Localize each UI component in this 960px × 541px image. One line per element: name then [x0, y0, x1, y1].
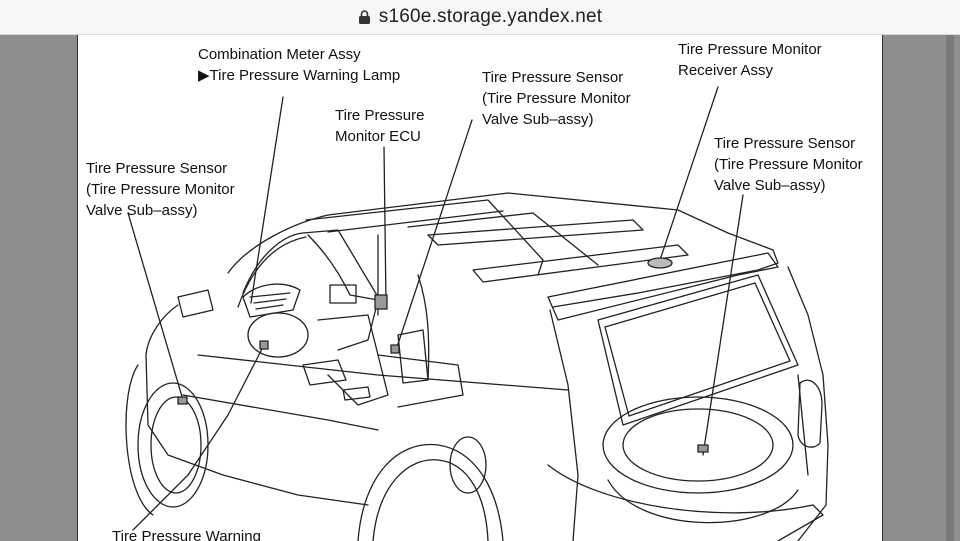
- label-line: Valve Sub–assy): [482, 111, 594, 128]
- label-combination-meter: Combination Meter Assy ▶Tire Pressure Wa…: [198, 44, 400, 86]
- warning-module: [259, 340, 269, 350]
- roof-outline: [227, 192, 779, 308]
- side-mirror: [177, 289, 214, 318]
- url-text: s160e.storage.yandex.net: [378, 6, 603, 27]
- label-line: Tire Pressure Warning: [112, 528, 261, 541]
- steering-wheel: [247, 312, 309, 358]
- label-sensor-left: Tire Pressure Sensor (Tire Pressure Moni…: [86, 158, 235, 221]
- label-sensor-center: Tire Pressure Sensor (Tire Pressure Moni…: [482, 67, 631, 130]
- spare-tire: [602, 396, 794, 494]
- roof-crossbar: [427, 219, 644, 246]
- windshield: [242, 229, 379, 298]
- label-line: Monitor ECU: [335, 128, 421, 145]
- label-sensor-right: Tire Pressure Sensor (Tire Pressure Moni…: [714, 133, 863, 196]
- monitor-ecu-box: [374, 294, 388, 310]
- label-line: Tire Pressure Sensor: [86, 160, 228, 177]
- fuel-cap: [449, 436, 487, 494]
- label-line: (Tire Pressure Monitor: [86, 181, 235, 198]
- leader-line: [702, 194, 744, 456]
- label-line: Tire Pressure Sensor: [482, 69, 624, 86]
- door-handle: [342, 386, 371, 401]
- label-line: ▶Tire Pressure Warning Lamp: [198, 67, 401, 84]
- nav-screen: [329, 284, 357, 304]
- rear-wheel-arch: [357, 443, 504, 541]
- label-line: Valve Sub–assy): [714, 177, 826, 194]
- leader-line: [659, 86, 719, 261]
- roof-rail-left: [305, 199, 544, 276]
- sensor-valve: [697, 444, 709, 453]
- door-frame: [307, 234, 379, 351]
- receiver-unit: [647, 257, 673, 269]
- label-line: (Tire Pressure Monitor: [482, 90, 631, 107]
- leader-line: [383, 146, 387, 306]
- label-line: Combination Meter Assy: [198, 46, 361, 63]
- body-side: [145, 304, 369, 506]
- left-margin: [0, 35, 77, 541]
- address-bar[interactable]: s160e.storage.yandex.net: [0, 0, 960, 35]
- seat: [397, 329, 429, 384]
- tail-light: [797, 379, 823, 448]
- label-monitor-ecu: Tire Pressure Monitor ECU: [335, 105, 424, 147]
- leader-line: [250, 96, 284, 304]
- lock-icon: [358, 10, 370, 24]
- leader-line: [395, 119, 473, 351]
- rear-window: [597, 274, 799, 426]
- label-line: (Tire Pressure Monitor: [714, 156, 863, 173]
- leader-line: [127, 212, 184, 401]
- roof-crossbar: [472, 244, 689, 283]
- rear-spoiler: [547, 252, 779, 321]
- instrument-panel: [242, 283, 301, 318]
- label-line: Receiver Assy: [678, 62, 774, 79]
- roof-rail-right: [407, 212, 599, 266]
- sensor-valve: [390, 344, 400, 354]
- leader-line: [132, 346, 264, 531]
- label-line: Valve Sub–assy): [86, 202, 198, 219]
- label-line: Tire Pressure: [335, 107, 425, 124]
- scrollbar-track[interactable]: [946, 35, 954, 541]
- label-warning-bottom: Tire Pressure Warning: [112, 526, 261, 541]
- vehicle-diagram: [125, 86, 829, 541]
- label-line: Tire Pressure Sensor: [714, 135, 856, 152]
- center-console: [317, 314, 389, 406]
- label-receiver: Tire Pressure Monitor Receiver Assy: [678, 39, 822, 81]
- sensor-valve: [177, 396, 188, 405]
- label-line: Tire Pressure Monitor: [678, 41, 822, 58]
- rear-bumper: [547, 464, 824, 541]
- front-wheel: [137, 382, 209, 508]
- document-page: Combination Meter Assy ▶Tire Pressure Wa…: [77, 35, 883, 541]
